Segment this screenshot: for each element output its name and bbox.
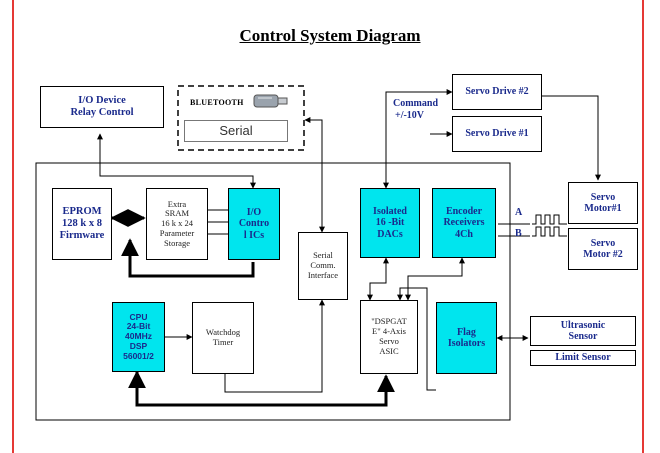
- serial-comm-l1: Serial: [313, 250, 333, 261]
- serial-comm-interface-box: Serial Comm. Interface: [298, 232, 348, 300]
- servo-drive-1-box: Servo Drive #1: [452, 116, 542, 152]
- dspgate-l4: ASIC: [379, 345, 399, 356]
- encoder-receivers-box: Encoder Receivers 4Ch: [432, 188, 496, 258]
- command-line-drive2: [383, 89, 453, 189]
- io-controls-l3: l ICs: [243, 229, 265, 241]
- dspgate-l3: Servo: [379, 336, 399, 346]
- pulse-train-a: [532, 214, 567, 225]
- channel-b-label: B: [515, 228, 522, 239]
- encoder-l1: Encoder: [445, 205, 483, 217]
- sram-label: SRAM: [164, 208, 190, 219]
- serial-box: Serial: [184, 120, 288, 142]
- io-controls-box: I/O Contro l ICs: [228, 188, 280, 260]
- ultrasonic-l2: Sensor: [568, 331, 598, 342]
- main-board-outline: [35, 162, 511, 421]
- eprom-firmware: Firmware: [59, 230, 105, 242]
- diagram-title: Control System Diagram: [239, 26, 421, 45]
- servo-motor-2-l2: Motor #2: [583, 249, 623, 260]
- dac-asic-link: [367, 257, 389, 301]
- eprom-box: EPROM 128 k x 8 Firmware: [52, 188, 112, 260]
- dacs-l1: Isolated: [373, 205, 407, 217]
- cpu-l3: 40MHz: [125, 331, 152, 342]
- sram-extra: Extra: [167, 198, 187, 209]
- limit-sensor-label: Limit Sensor: [555, 352, 611, 364]
- dspgate-l2: E" 4-Axis: [372, 326, 406, 337]
- dspgate-l1: "DSPGAT: [371, 316, 407, 327]
- ultrasonic-sensor-box: Ultrasonic Sensor: [530, 316, 636, 346]
- servo-drive-2-box: Servo Drive #2: [452, 74, 542, 110]
- bluetooth-adapter-icon: [253, 94, 288, 108]
- servo-drive-2-label: Servo Drive #2: [465, 86, 529, 98]
- servo-motor-1-box: Servo Motor#1: [568, 182, 638, 224]
- watchdog-l1: Watchdog: [205, 327, 241, 338]
- servo-drive-1-label: Servo Drive #1: [465, 128, 529, 140]
- voltage-range-text: +/-10V: [395, 110, 425, 121]
- serial-comm-l2: Comm.: [310, 260, 336, 271]
- flag-asic-link: [397, 287, 436, 391]
- flag-l1: Flag: [457, 326, 476, 338]
- sram-parameter: Parameter: [159, 227, 195, 238]
- cpu-box: CPU 24-Bit 40MHz DSP 56001/2: [112, 302, 165, 372]
- dacs-l3: DACs: [377, 228, 403, 240]
- cpu-l1: CPU: [129, 311, 148, 322]
- io-device-relay-box: I/O Device Relay Control: [40, 86, 164, 128]
- serial-comm-l3: Interface: [307, 269, 339, 280]
- page-frame: [12, 0, 644, 453]
- channel-a-label: A: [515, 207, 523, 218]
- encoder-asic-link: [405, 257, 465, 301]
- encoder-l3: 4Ch: [455, 228, 473, 240]
- dacs-l2: 16 -Bit: [375, 217, 405, 229]
- ultrasonic-l1: Ultrasonic: [560, 319, 606, 331]
- flag-isolators-box: Flag Isolators: [436, 302, 497, 374]
- dacs-box: Isolated 16 -Bit DACs: [360, 188, 420, 258]
- watchdog-l2: Timer: [212, 337, 234, 347]
- servo-motor-1-l2: Motor#1: [584, 203, 622, 214]
- pulse-train-b: [532, 226, 567, 237]
- servo-motor-2-box: Servo Motor #2: [568, 228, 638, 270]
- io-controls-l2: Contro: [238, 218, 270, 230]
- command-label: Command +/-10V: [393, 98, 438, 122]
- encoder-l2: Receivers: [443, 217, 485, 229]
- serial-label: Serial: [219, 122, 253, 138]
- cpu-l5: 56001/2: [123, 350, 154, 361]
- sram-size: 16 k x 24: [161, 218, 193, 229]
- drive-motor-link: [540, 95, 601, 181]
- sram-storage: Storage: [164, 237, 190, 248]
- limit-sensor-box: Limit Sensor: [530, 350, 636, 366]
- cpu-l2: 24-Bit: [126, 321, 151, 332]
- servo-motor-2-l1: Servo: [590, 237, 616, 249]
- watchdog-serial-link: [224, 299, 325, 393]
- watchdog-timer-box: Watchdog Timer: [192, 302, 254, 374]
- servo-motor-1-l1: Servo: [590, 191, 616, 203]
- flag-l2: Isolators: [447, 338, 486, 349]
- io-device-link: [97, 133, 256, 189]
- relay-control-label: Relay Control: [70, 107, 134, 118]
- serial-link: [304, 117, 325, 233]
- eprom-size: 128 k x 8: [62, 217, 102, 229]
- cpu-l4: DSP: [129, 340, 148, 351]
- command-text: Command: [393, 98, 439, 109]
- dspgate-asic-box: "DSPGAT E" 4-Axis Servo ASIC: [360, 300, 418, 374]
- sram-box: Extra SRAM 16 k x 24 Parameter Storage: [146, 188, 208, 260]
- memory-bus: [121, 238, 255, 278]
- cpu-asic-bus: [128, 370, 395, 407]
- eprom-label: EPROM: [62, 205, 102, 217]
- io-controls-l1: I/O: [246, 206, 262, 218]
- io-device-label: I/O Device: [78, 94, 126, 106]
- bluetooth-label: BLUETOOTH: [190, 98, 244, 107]
